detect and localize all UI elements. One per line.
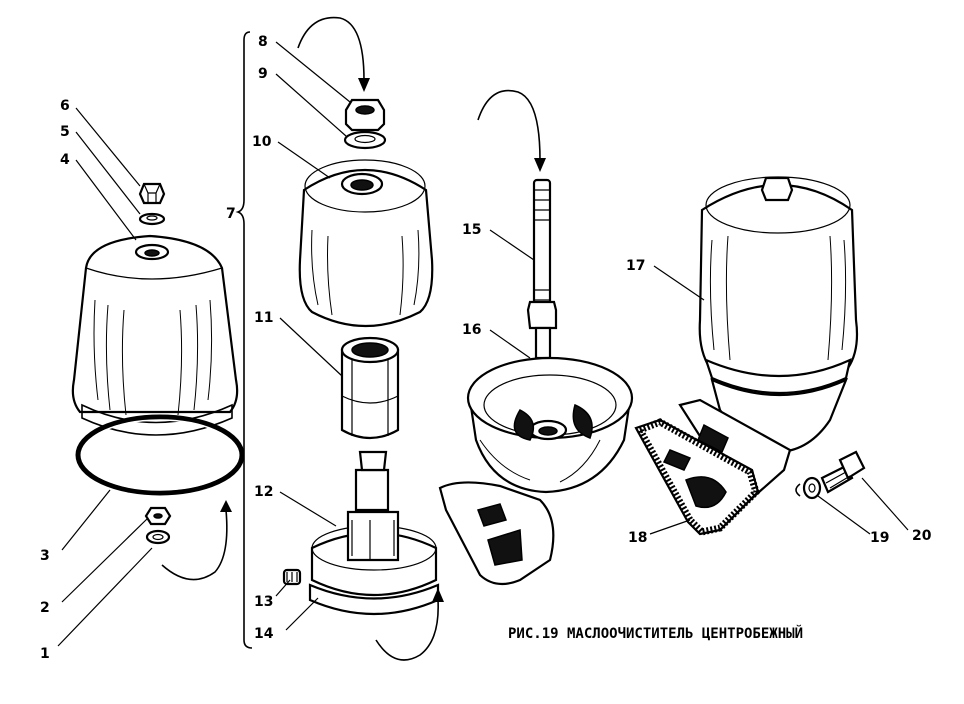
callout-7: 7 xyxy=(226,206,236,222)
assembly-arrow-bottom xyxy=(375,599,439,661)
rotor-cap xyxy=(298,159,434,327)
rotor-nut xyxy=(344,98,386,132)
assembly-arrow-housing xyxy=(477,89,541,161)
washer-small xyxy=(138,212,166,226)
callout-11: 11 xyxy=(254,310,273,326)
gasket-ring xyxy=(75,414,245,496)
flange-gasket xyxy=(634,418,760,536)
callout-15: 15 xyxy=(462,222,481,238)
assembled-filter xyxy=(678,176,859,502)
arrowhead-top xyxy=(358,78,370,92)
cover xyxy=(71,234,239,436)
washer-hint xyxy=(795,483,801,497)
callout-14: 14 xyxy=(254,626,274,642)
washer-bottom xyxy=(145,529,171,545)
assembly-arrow-left xyxy=(161,509,228,581)
arrowhead-left xyxy=(220,500,232,512)
figure-caption: РИС.19 МАСЛООЧИСТИТЕЛЬ ЦЕНТРОБЕЖНЫЙ xyxy=(508,625,803,642)
callout-18: 18 xyxy=(628,530,647,546)
housing xyxy=(438,356,634,586)
arrowhead-housing xyxy=(534,158,546,172)
callout-16: 16 xyxy=(462,322,481,338)
bolt-washer xyxy=(802,476,822,500)
cap-nut xyxy=(138,182,166,205)
callout-5: 5 xyxy=(60,124,70,140)
callout-12: 12 xyxy=(254,484,273,500)
callout-19: 19 xyxy=(870,530,889,546)
rotor-washer xyxy=(343,130,387,150)
rotor-body xyxy=(308,450,440,616)
callout-4: 4 xyxy=(60,152,70,168)
callout-1: 1 xyxy=(40,646,50,662)
callout-17: 17 xyxy=(626,258,645,274)
callout-8: 8 xyxy=(258,34,268,50)
callout-13: 13 xyxy=(254,594,273,610)
callout-2: 2 xyxy=(40,600,50,616)
stud-axle xyxy=(526,178,558,360)
callout-3: 3 xyxy=(40,548,50,564)
callout-9: 9 xyxy=(258,66,268,82)
group-brace xyxy=(235,31,253,649)
leader-lines xyxy=(57,41,909,647)
assembly-arrow-top xyxy=(297,16,365,81)
arrowhead-bottom xyxy=(432,588,444,602)
jet xyxy=(282,568,302,586)
callout-20: 20 xyxy=(912,528,932,544)
callout-6: 6 xyxy=(60,98,70,114)
callout-10: 10 xyxy=(252,134,272,150)
sleeve xyxy=(340,336,400,440)
nut-bottom xyxy=(144,506,172,526)
bolt xyxy=(820,450,866,494)
